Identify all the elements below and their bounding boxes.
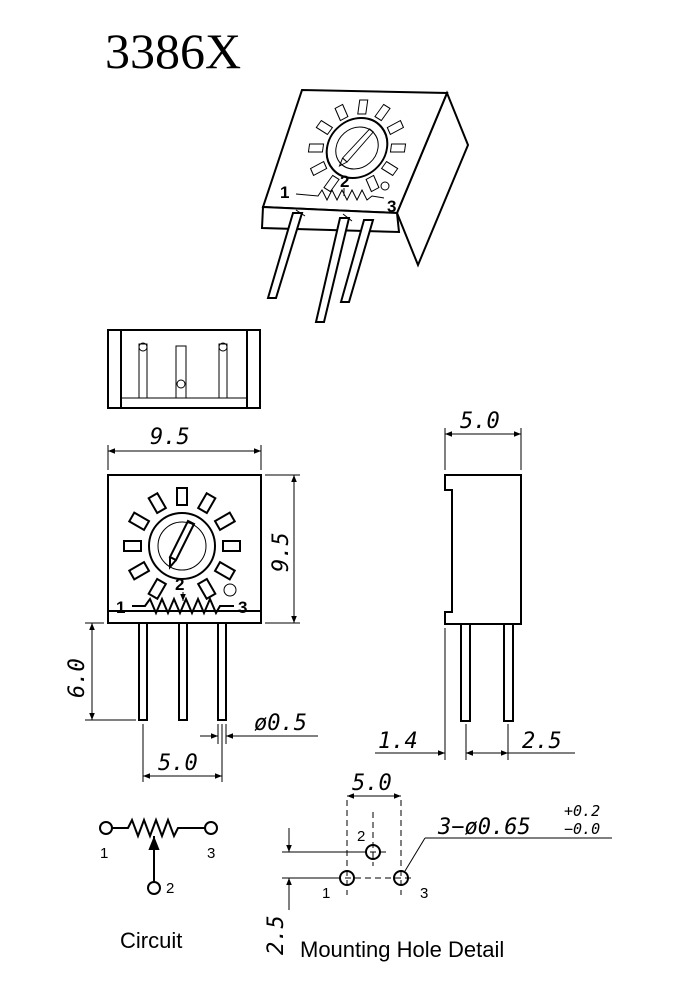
dim-hole-tol-plus: +0.2 xyxy=(564,802,600,820)
dim-front-width: 9.5 xyxy=(150,425,190,450)
circuit-terminal-3 xyxy=(204,821,218,835)
circuit-diagram: 1 3 2 Circuit xyxy=(99,817,218,953)
iso-indicator-dot xyxy=(380,181,390,191)
top-view xyxy=(107,329,261,409)
iso-rotor-teeth xyxy=(307,99,407,193)
iso-marking-pin1: 1 xyxy=(280,183,289,202)
dim-side-offset: 1.4 xyxy=(378,729,418,754)
dim-pin-spacing: 5.0 xyxy=(158,751,198,776)
iso-pins xyxy=(266,209,375,323)
circuit-label-1: 1 xyxy=(100,845,108,862)
hole-label-2: 2 xyxy=(357,828,365,845)
iso-marking-pin2: 2 xyxy=(340,172,349,191)
dim-hole-spacing: 5.0 xyxy=(352,771,392,796)
dim-side-pin-spacing: 2.5 xyxy=(522,729,562,754)
circuit-label-2: 2 xyxy=(166,880,174,897)
front-rotor xyxy=(123,487,241,601)
front-indicator-dot xyxy=(223,583,237,597)
dim-hole-spec: 3−ø0.65 xyxy=(437,815,531,840)
dim-pin-diameter: ø0.5 xyxy=(254,711,307,736)
mounting-caption: Mounting Hole Detail xyxy=(300,937,504,962)
front-dimensions: 9.5 9.5 6.0 5.0 ø0.5 xyxy=(65,425,318,782)
side-view xyxy=(444,474,522,722)
dim-front-height: 9.5 xyxy=(269,532,294,572)
circuit-terminal-2 xyxy=(147,881,161,895)
side-dimensions: 5.0 1.4 2.5 xyxy=(375,409,575,760)
front-view: 1 2 3 xyxy=(107,474,262,721)
dim-side-depth: 5.0 xyxy=(460,409,500,434)
hole-label-1: 1 xyxy=(322,885,330,902)
hole-label-3: 3 xyxy=(420,885,428,902)
part-number-title: 3386X xyxy=(105,23,241,79)
front-pin-3 xyxy=(217,622,227,721)
circuit-terminal-1 xyxy=(99,821,113,835)
front-pin-2 xyxy=(178,622,188,721)
dim-hole-vertical: 2.5 xyxy=(264,915,289,955)
side-pin-front xyxy=(460,623,471,722)
mounting-hole-detail: 5.0 2.5 3−ø0.65 +0.2 −0.0 2 1 3 Mounting… xyxy=(264,771,612,962)
front-pin-1 xyxy=(138,622,148,721)
circuit-resistor xyxy=(112,817,205,839)
circuit-label-3: 3 xyxy=(207,845,215,862)
side-pin-rear xyxy=(503,623,514,722)
front-marking-pin3: 3 xyxy=(238,598,247,617)
circuit-caption: Circuit xyxy=(120,928,182,953)
front-marking-pin1: 1 xyxy=(116,598,125,617)
front-marking-pin2: 2 xyxy=(175,575,184,594)
dim-pin-length: 6.0 xyxy=(65,658,90,698)
front-resistor-mark xyxy=(132,596,234,616)
isometric-view: 1 2 3 xyxy=(260,88,470,323)
iso-marking-pin3: 3 xyxy=(387,197,396,216)
dim-hole-tol-minus: −0.0 xyxy=(564,820,600,838)
